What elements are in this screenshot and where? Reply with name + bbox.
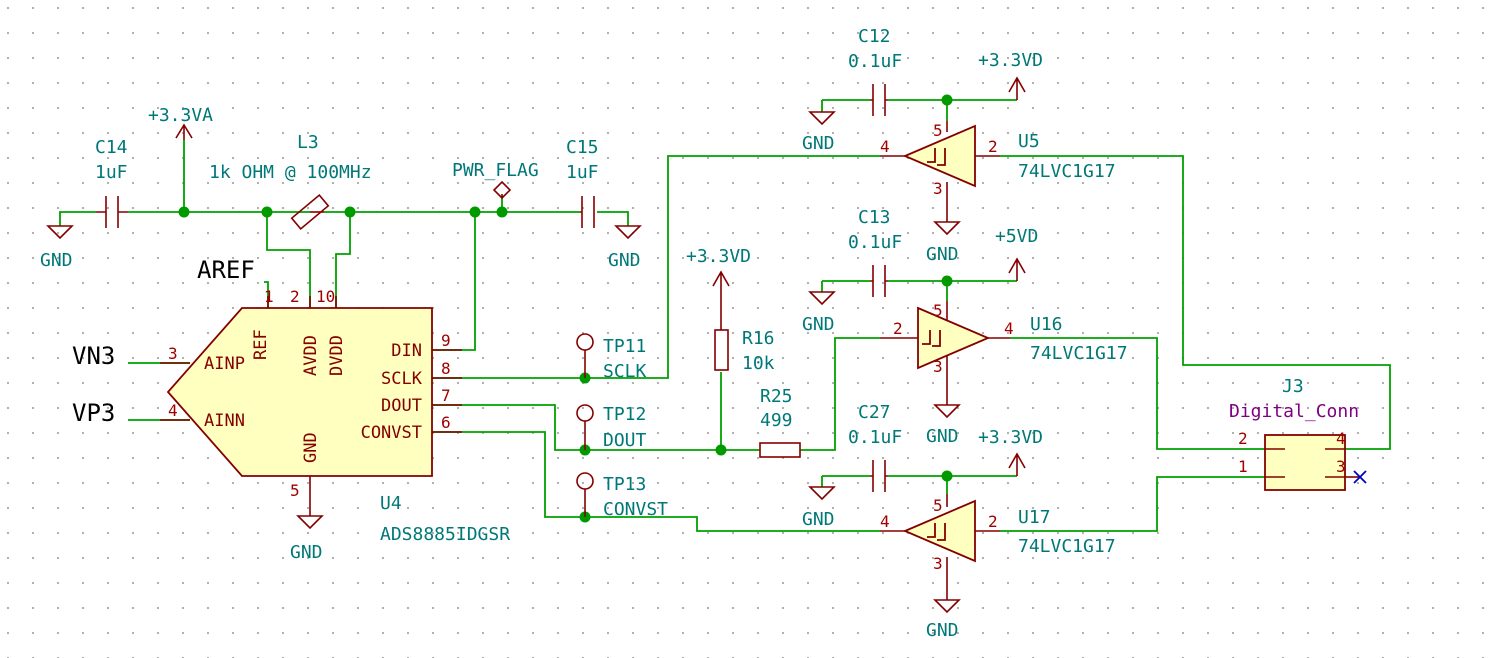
u16-pin-gnd: 3 [933, 357, 943, 376]
c12-value: 0.1uF [848, 51, 902, 72]
net-label-vp3: VP3 [72, 399, 115, 427]
u4-pin-1: 1 [264, 287, 274, 306]
r25-value: 499 [760, 410, 793, 431]
u4-pin-name-ref: REF [251, 329, 271, 360]
power-label-3v3va: +3.3VA [148, 105, 213, 126]
u17-pin-in: 4 [880, 512, 890, 531]
c13-value: 0.1uF [848, 232, 902, 253]
u17-pin-out: 2 [988, 512, 998, 531]
u4-pin-name-din: DIN [391, 341, 422, 361]
power-label-3v3vd-bottom: +3.3VD [978, 427, 1043, 448]
u5-pin-vcc: 5 [933, 121, 943, 140]
u17-pin-gnd: 3 [933, 554, 943, 573]
adc-u4 [160, 296, 462, 516]
u16-pin-in: 2 [893, 319, 903, 338]
u16-pin-vcc: 5 [933, 301, 943, 320]
pwr-flag-label: PWR_FLAG [452, 160, 539, 181]
tp12-net: DOUT [603, 430, 647, 451]
u4-pin-2: 2 [290, 287, 300, 306]
c13-ref: C13 [858, 207, 891, 228]
u17-value: 74LVC1G17 [1018, 536, 1116, 557]
gnd-label-u4: GND [290, 542, 323, 563]
u4-pin-4: 4 [168, 401, 178, 420]
wires [59, 99, 1391, 532]
gnd-label-c14: GND [40, 250, 73, 271]
u4-pin-name-sclk: SCLK [381, 369, 423, 389]
gnd-label-c27: GND [802, 509, 835, 530]
u17-ref: U17 [1018, 507, 1051, 528]
r16-ref: R16 [742, 328, 775, 349]
u4-pin-name-ainp: AINP [204, 354, 245, 374]
tp12-ref: TP12 [603, 404, 646, 425]
u4-pin-name-dout: DOUT [381, 396, 422, 416]
test-points [576, 333, 594, 517]
c15-ref: C15 [566, 137, 599, 158]
u4-value: ADS8885IDGSR [380, 524, 510, 545]
u4-ref: U4 [380, 493, 402, 514]
connector-j3 [1264, 434, 1367, 491]
u4-pin-6: 6 [441, 413, 451, 432]
gnd-label-c15: GND [608, 250, 641, 271]
u16-ref: U16 [1030, 314, 1063, 335]
c27-ref: C27 [858, 402, 891, 423]
u4-pin-name-ainn: AINN [204, 411, 245, 431]
gnd-label-c12: GND [802, 133, 835, 154]
u5-ref: U5 [1018, 131, 1040, 152]
u16-pin-out: 4 [1004, 319, 1014, 338]
u4-pin-7: 7 [441, 386, 451, 405]
junctions [178, 94, 953, 523]
passive-components [96, 84, 888, 492]
power-label-3v3vd-r16: +3.3VD [686, 246, 751, 267]
r25-ref: R25 [760, 386, 793, 407]
j3-pin-4: 4 [1336, 429, 1346, 448]
u5-pin-out: 2 [988, 137, 998, 156]
tp11-ref: TP11 [603, 336, 646, 357]
j3-ref: J3 [1282, 376, 1304, 397]
net-label-vn3: VN3 [72, 342, 115, 370]
power-label-3v3vd-top: +3.3VD [978, 50, 1043, 71]
c14-value: 1uF [95, 162, 128, 183]
buffers [880, 121, 1010, 600]
c27-value: 0.1uF [848, 427, 902, 448]
u5-pin-in: 4 [880, 137, 890, 156]
u4-pin-name-avdd: AVDD [301, 335, 321, 376]
net-label-aref: AREF [197, 256, 255, 284]
u4-pin-5: 5 [290, 481, 300, 500]
c15-value: 1uF [566, 162, 599, 183]
l3-value: 1k OHM @ 100MHz [209, 162, 372, 183]
power-label-5vd: +5VD [995, 226, 1038, 247]
j3-pin-2: 2 [1238, 429, 1248, 448]
tp11-net: SCLK [603, 361, 647, 382]
gnd-label-u17: GND [926, 620, 959, 641]
r16-value: 10k [742, 353, 775, 374]
j3-pin-1: 1 [1238, 457, 1248, 476]
u4-pin-name-dvdd: DVDD [327, 335, 347, 376]
u4-pin-name-gnd: GND [301, 432, 321, 463]
c12-ref: C12 [858, 26, 891, 47]
u4-pin-10: 10 [316, 287, 335, 306]
gnd-label-c13: GND [802, 314, 835, 335]
tp13-ref: TP13 [603, 474, 646, 495]
u4-pin-name-convst: CONVST [361, 423, 422, 443]
u17-pin-vcc: 5 [933, 496, 943, 515]
j3-pin-3: 3 [1336, 457, 1346, 476]
c14-ref: C14 [95, 137, 128, 158]
u5-value: 74LVC1G17 [1018, 161, 1116, 182]
j3-value: Digital_Conn [1229, 401, 1359, 422]
u4-pin-9: 9 [441, 331, 451, 350]
tp13-net: CONVST [603, 499, 668, 520]
u4-pin-8: 8 [441, 359, 451, 378]
gnd-label-u16: GND [926, 426, 959, 447]
gnd-label-u5: GND [926, 244, 959, 265]
u16-value: 74LVC1G17 [1030, 343, 1128, 364]
l3-ref: L3 [297, 132, 319, 153]
u4-pin-3: 3 [168, 344, 178, 363]
u5-pin-gnd: 3 [933, 179, 943, 198]
